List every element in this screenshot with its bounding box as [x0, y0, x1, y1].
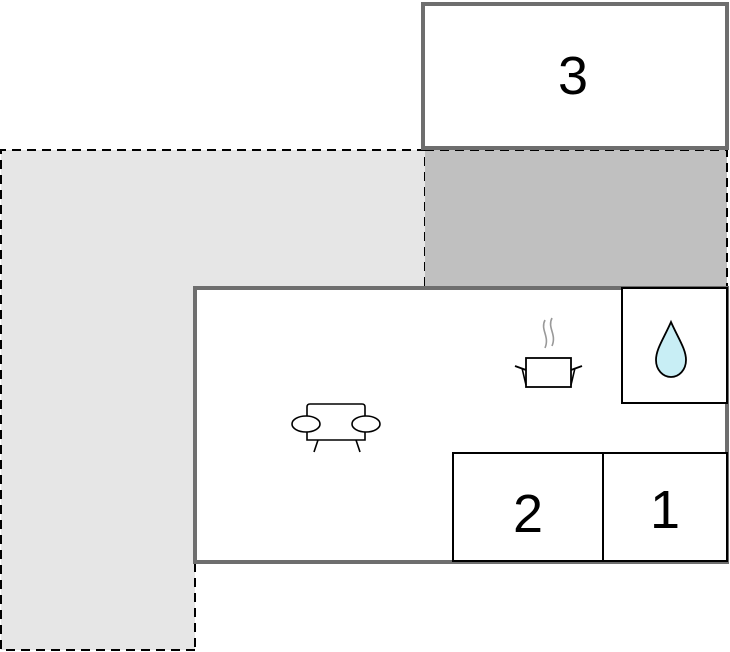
room-3-label: 3 — [558, 46, 588, 106]
room-2 — [452, 452, 604, 562]
covered-area — [425, 150, 727, 288]
cooking-pot-icon — [514, 317, 583, 388]
terrace-area — [1, 150, 425, 650]
sofa-icon — [291, 403, 381, 453]
water-drop-icon — [655, 319, 687, 378]
room-3 — [421, 2, 729, 150]
room-2-label: 2 — [513, 484, 543, 544]
room-1 — [602, 452, 728, 562]
room-1-label: 1 — [650, 480, 680, 540]
